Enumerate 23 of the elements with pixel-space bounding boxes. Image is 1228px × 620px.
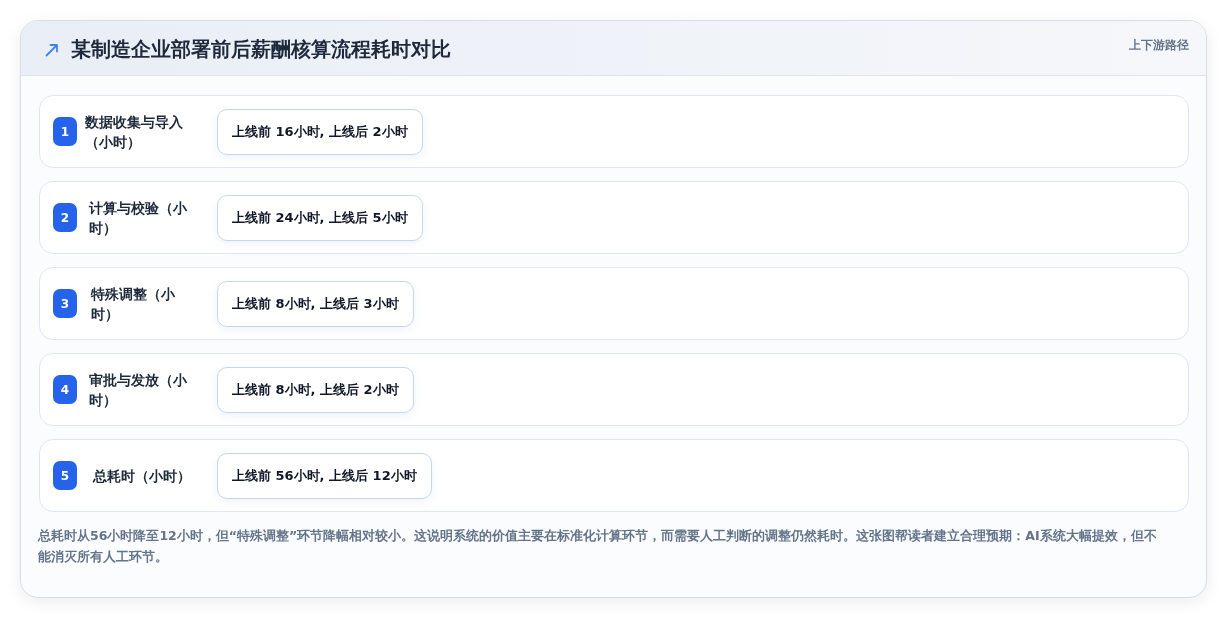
- number-badge: 2: [53, 203, 77, 232]
- number-badge: 4: [53, 375, 77, 404]
- value-box: 上线前 56小时, 上线后 12小时: [217, 453, 432, 499]
- row-card: [39, 439, 1189, 512]
- number-badge: 5: [53, 461, 77, 490]
- row-card: [39, 353, 1189, 426]
- step-label: 数据收集与导入（小时）: [85, 112, 184, 152]
- step-label: 特殊调整（小时）: [91, 284, 176, 324]
- row-card: [39, 267, 1189, 340]
- row-card: [39, 95, 1189, 168]
- value-box: 上线前 8小时, 上线后 3小时: [217, 281, 414, 327]
- value-box: 上线前 16小时, 上线后 2小时: [217, 109, 423, 155]
- chart-title: 某制造企业部署前后薪酬核算流程耗时对比: [71, 36, 451, 62]
- step-label: 计算与校验（小时）: [89, 198, 188, 238]
- value-box: 上线前 8小时, 上线后 2小时: [217, 367, 414, 413]
- number-badge: 3: [53, 289, 77, 318]
- step-label: 审批与发放（小时）: [89, 370, 188, 410]
- row-card: [39, 181, 1189, 254]
- header-tag: 上下游路径: [1129, 37, 1189, 53]
- caption-text: 总耗时从56小时降至12小时，但“特殊调整”环节降幅相对较小。这说明系统的价值主要在标准化计算环节，而需要人工判断的调整仍然耗时。这张图帮读者建立合理预期：AI系统大幅提效，但不能消灭所有人工环节。: [38, 527, 1158, 566]
- step-label: 总耗时（小时）: [93, 466, 192, 486]
- value-box: 上线前 24小时, 上线后 5小时: [217, 195, 423, 241]
- number-badge: 1: [53, 117, 77, 146]
